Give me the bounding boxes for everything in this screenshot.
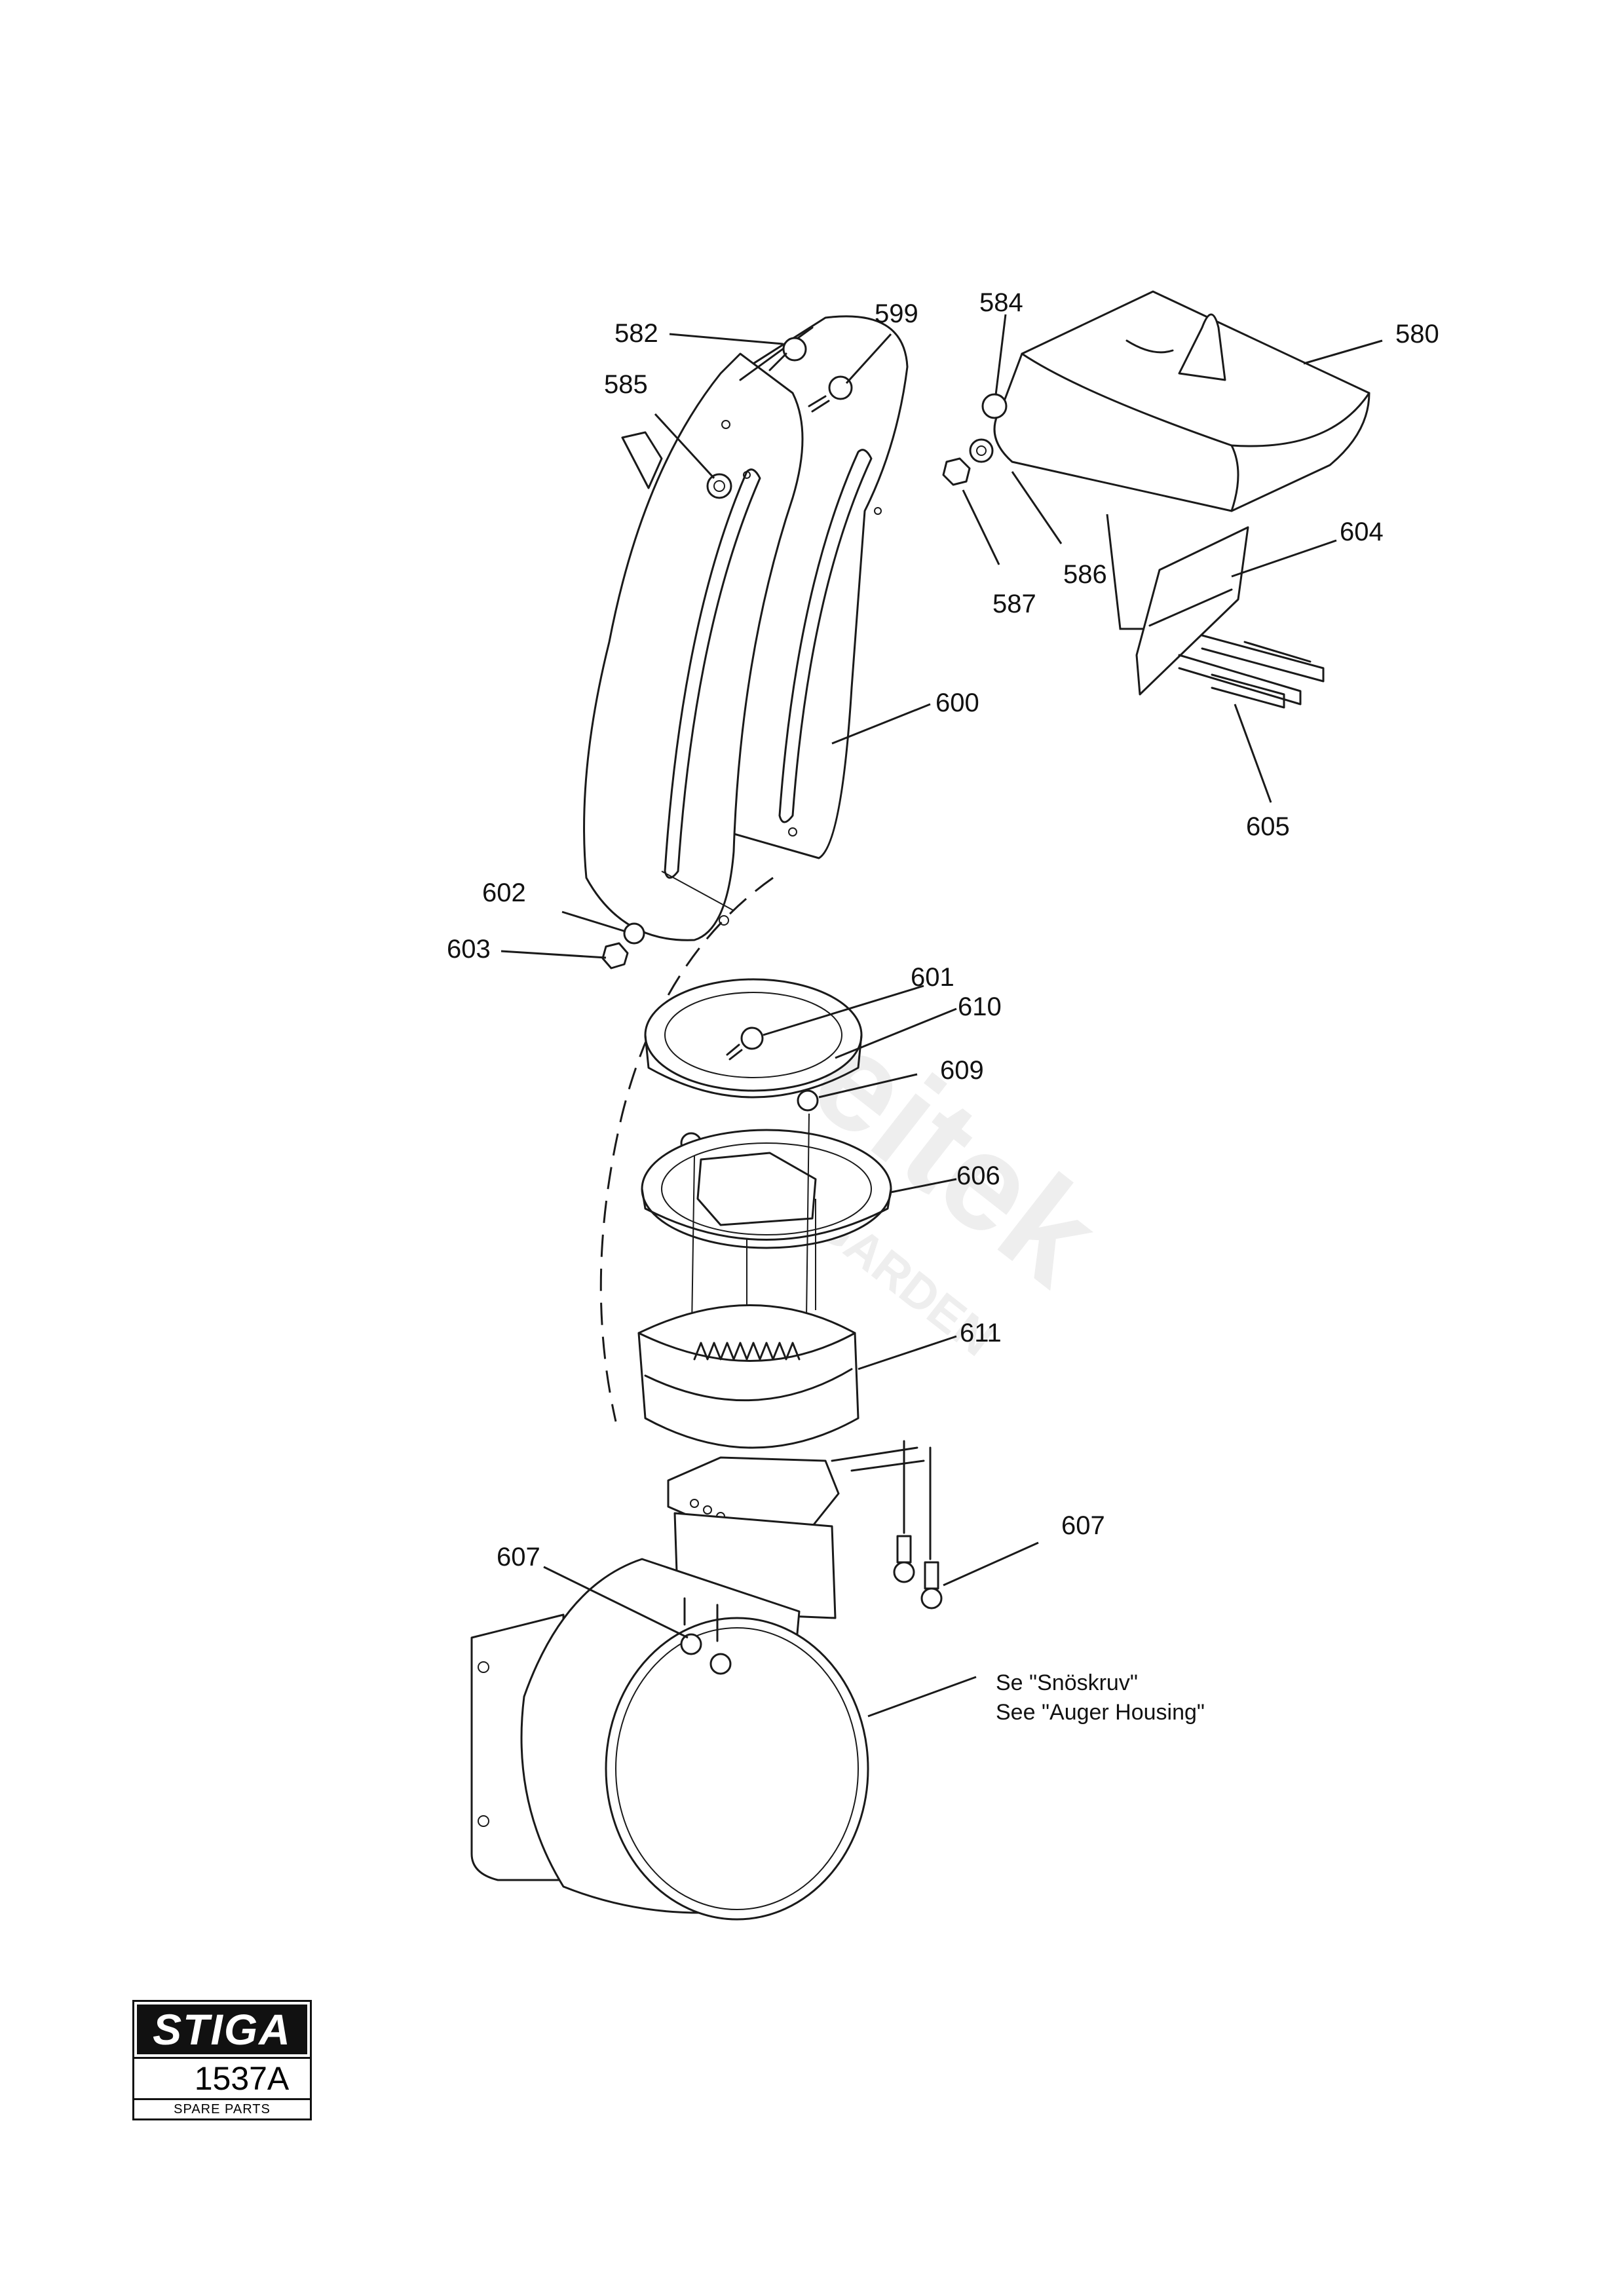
washer-585 — [706, 473, 732, 499]
nut-603 — [601, 942, 629, 969]
screws-part-607 — [680, 1440, 943, 1675]
stiga-logo: STIGA — [137, 2004, 307, 2054]
label-586: 586 — [1063, 560, 1107, 589]
guide-lines — [690, 1113, 816, 1370]
label-603: 603 — [447, 935, 491, 964]
label-610: 610 — [958, 992, 1002, 1021]
cross-reference-note: Se "Snöskruv" See "Auger Housing" — [996, 1670, 1205, 1725]
deflector-blade-part-604 — [1135, 526, 1249, 696]
label-607-left: 607 — [497, 1543, 540, 1571]
label-609: 609 — [940, 1056, 984, 1085]
spare-parts-caption: SPARE PARTS — [174, 2102, 271, 2117]
nut-584 — [981, 393, 1008, 419]
label-585: 585 — [604, 370, 648, 399]
leader-lines — [500, 314, 1383, 1718]
label-601: 601 — [911, 963, 954, 992]
bolt-582 — [768, 337, 807, 371]
stiga-logo-block: STIGA 1537A SPARE PARTS — [132, 2000, 312, 2120]
deflector-part-580 — [993, 290, 1370, 512]
label-587: 587 — [992, 590, 1036, 618]
note-line-english: See "Auger Housing" — [996, 1700, 1205, 1725]
washer-602 — [623, 922, 645, 945]
alignment-arc — [599, 876, 774, 1422]
label-605: 605 — [1246, 812, 1290, 841]
label-606: 606 — [956, 1161, 1000, 1190]
label-611: 611 — [960, 1319, 1002, 1347]
part-labels: 582 599 584 580 585 604 586 587 600 605 … — [447, 288, 1439, 1571]
label-599: 599 — [875, 299, 918, 328]
drawing-code: 1537A — [134, 2057, 310, 2100]
gear-ring-part-611 — [637, 1304, 859, 1449]
label-600: 600 — [935, 688, 979, 717]
label-582: 582 — [614, 319, 658, 348]
washer-586 — [969, 438, 994, 463]
note-line-swedish: Se "Snöskruv" — [996, 1670, 1138, 1695]
chute-part-600 — [583, 315, 909, 941]
nut-587 — [942, 457, 971, 486]
auger-housing — [470, 1558, 869, 1921]
base-plate — [667, 1446, 925, 1531]
label-607-right: 607 — [1061, 1511, 1105, 1540]
pins-part-605 — [1178, 634, 1325, 709]
label-580: 580 — [1395, 320, 1439, 348]
label-604: 604 — [1340, 518, 1384, 546]
bolt-601 — [726, 1026, 764, 1061]
label-602: 602 — [482, 878, 526, 907]
label-584: 584 — [979, 288, 1023, 317]
plate-ring-part-606 — [641, 1129, 892, 1249]
